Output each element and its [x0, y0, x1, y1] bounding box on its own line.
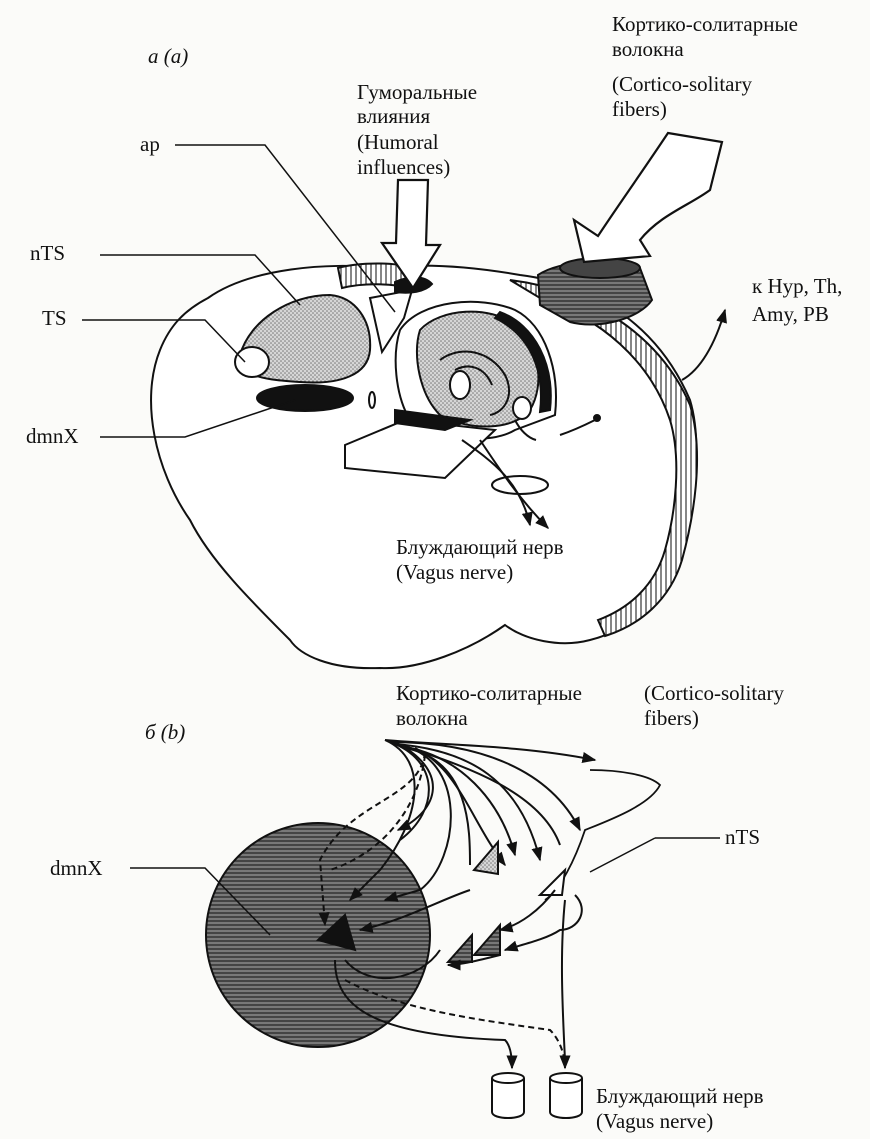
vagus-label-b-ru: Блуждающий нерв: [596, 1084, 764, 1109]
dmnx-label-a: dmnX: [26, 424, 79, 449]
vagus-label-b-en: (Vagus nerve): [596, 1109, 713, 1134]
dmnx-label-b: dmnX: [50, 856, 103, 881]
panel-b-circuit: [130, 740, 720, 1118]
panel-a-label: а (a): [148, 44, 188, 69]
ap-label: ap: [140, 132, 160, 157]
cortico-label-ru-1: Кортико-солитарные: [612, 12, 798, 37]
humoral-label-ru-2: влияния: [357, 104, 430, 129]
nts-label-a: nTS: [30, 241, 65, 266]
ts-label: TS: [42, 306, 67, 331]
cortico-b-ru-1: Кортико-солитарные: [396, 681, 582, 706]
ts-tract: [235, 347, 269, 377]
cortico-arrow: [574, 133, 722, 262]
cortico-label-en-2: fibers): [612, 97, 667, 122]
targets-label-1: к Hyp, Th,: [752, 274, 842, 299]
dmnx-nucleus: [257, 385, 353, 411]
dmnx-circle: [206, 823, 430, 1047]
cortico-b-en-1: (Cortico-solitary: [644, 681, 784, 706]
vagus-label-a-ru: Блуждающий нерв: [396, 535, 564, 560]
humoral-label-en-1: (Humoral: [357, 130, 439, 155]
nts-label-b: nTS: [725, 825, 760, 850]
humoral-label-ru-1: Гуморальные: [357, 80, 477, 105]
panel-b-label: б (b): [145, 720, 185, 745]
cortico-b-ru-2: волокна: [396, 706, 468, 731]
humoral-label-en-2: influences): [357, 155, 450, 180]
vagus-label-a-en: (Vagus nerve): [396, 560, 513, 585]
cortico-b-en-2: fibers): [644, 706, 699, 731]
cortico-label-en-1: (Cortico-solitary: [612, 72, 752, 97]
vagus-cylinder-1: [492, 1073, 524, 1118]
vagus-cylinder-2: [550, 1073, 582, 1118]
cortico-label-ru-2: волокна: [612, 37, 684, 62]
targets-label-2: Amy, PB: [752, 302, 829, 327]
panel-a-brainstem-section: [82, 133, 725, 668]
